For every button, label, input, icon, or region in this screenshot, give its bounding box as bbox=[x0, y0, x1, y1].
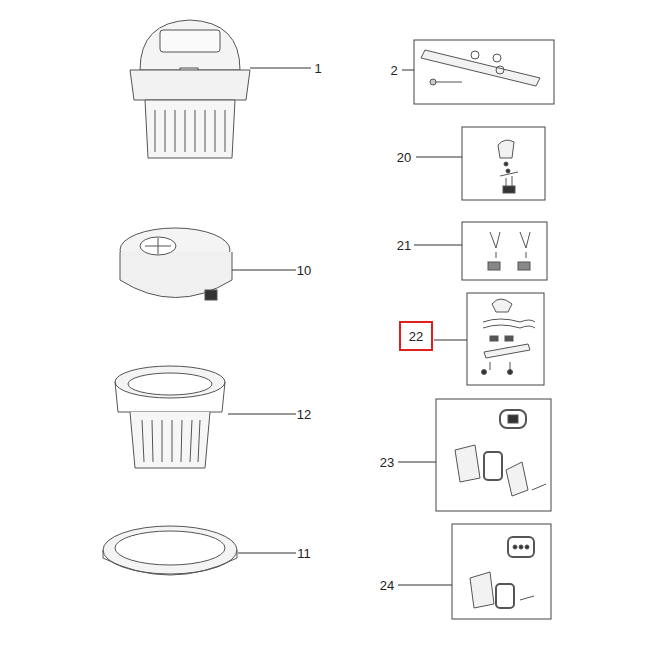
leader-line bbox=[228, 414, 296, 415]
callout-number: 23 bbox=[380, 456, 394, 469]
callout-number: 11 bbox=[297, 547, 311, 560]
lid bbox=[120, 228, 232, 300]
callout-number: 24 bbox=[380, 579, 394, 592]
callout-number: 22 bbox=[409, 330, 423, 343]
panel-inlet bbox=[452, 524, 551, 619]
panel-clips bbox=[462, 222, 547, 280]
callout-number: 10 bbox=[297, 264, 311, 277]
panel-handle-kit bbox=[467, 293, 544, 385]
callout-number: 20 bbox=[397, 151, 411, 164]
leader-line bbox=[238, 553, 296, 554]
leader-line bbox=[416, 157, 462, 158]
ring bbox=[103, 526, 237, 575]
callout-number: 1 bbox=[314, 62, 321, 75]
leader-line bbox=[402, 70, 414, 71]
panel-bracket-kit bbox=[414, 40, 554, 104]
highlight-box: 22 bbox=[399, 321, 433, 351]
motor-head bbox=[130, 20, 250, 158]
leader-line bbox=[414, 245, 462, 246]
leader-line bbox=[250, 68, 311, 69]
filter-basket bbox=[115, 366, 225, 468]
leader-line bbox=[434, 340, 467, 341]
callout-number: 21 bbox=[397, 239, 411, 252]
leader-line bbox=[398, 585, 452, 586]
panel-connector-cover bbox=[436, 399, 551, 511]
leader-line bbox=[398, 462, 436, 463]
panel-latch bbox=[462, 127, 545, 200]
callout-number: 12 bbox=[297, 408, 311, 421]
leader-line bbox=[232, 270, 296, 271]
callout-number: 2 bbox=[390, 64, 397, 77]
